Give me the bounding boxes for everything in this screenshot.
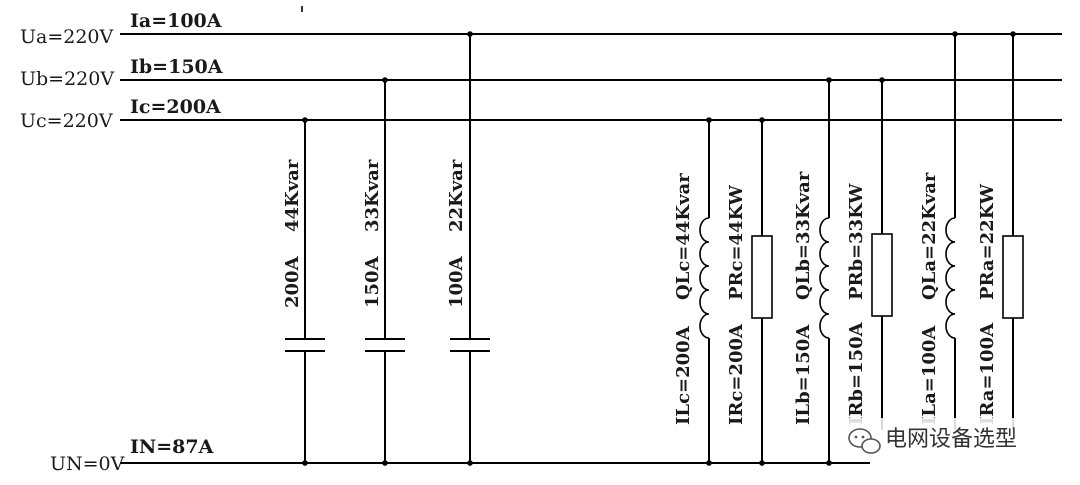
ub-voltage: Ub=220V <box>20 68 114 90</box>
ua-current: Ia=100A <box>130 10 222 32</box>
junction-dot <box>467 31 473 37</box>
watermark: 电网设备选型 <box>840 418 1070 462</box>
resistor-a-current: IRa=100A <box>977 322 998 425</box>
capacitor-3-rating: 22Kvar <box>446 159 467 232</box>
capacitor-2-current: 150A <box>362 255 383 308</box>
inductor-c <box>699 217 710 339</box>
resistor-c-rating: PRc=44KW <box>726 184 747 300</box>
junction-dot <box>302 117 308 123</box>
resistor-b-rating: PRb=33KW <box>846 183 867 300</box>
resistor-c-current: IRc=200A <box>726 323 747 425</box>
wechat-icon <box>848 428 881 454</box>
capacitor-1-current: 200A <box>282 255 303 308</box>
junction-dot <box>302 460 308 466</box>
capacitor-3-current: 100A <box>446 255 467 308</box>
un-voltage: UN=0V <box>50 453 125 475</box>
inductor-c-current: ILc=200A <box>673 325 694 425</box>
junction-dot <box>382 77 388 83</box>
inductor-b <box>819 217 830 339</box>
ub-current: Ib=150A <box>130 56 223 78</box>
un-current: IN=87A <box>130 436 214 458</box>
junction-dot <box>382 460 388 466</box>
inductor-b-current: ILb=150A <box>793 324 814 425</box>
load-group-b <box>819 77 893 466</box>
inductor-a-rating: QLa=22Kvar <box>919 172 940 300</box>
uc-voltage: Uc=220V <box>20 110 113 132</box>
capacitor-branch-2 <box>365 77 405 466</box>
resistor-a-rating: PRa=22KW <box>977 183 998 300</box>
watermark-text: 电网设备选型 <box>885 427 1017 452</box>
capacitor-1-rating: 44Kvar <box>282 159 303 232</box>
inductor-a-current: ILa=100A <box>919 325 940 425</box>
resistor-a <box>1002 235 1024 319</box>
capacitor-2-rating: 33Kvar <box>362 159 383 232</box>
uc-current: Ic=200A <box>130 96 221 118</box>
inductor-c-rating: QLc=44Kvar <box>673 173 694 300</box>
load-group-a <box>945 31 1024 430</box>
ua-voltage: Ua=220V <box>20 26 114 48</box>
resistor-b-current: IRb=150A <box>846 321 867 425</box>
capacitor-branch-1 <box>285 117 325 466</box>
capacitor-branch-3 <box>450 31 490 466</box>
resistor-b <box>871 233 893 317</box>
load-group-c <box>699 117 773 466</box>
junction-dot <box>467 460 473 466</box>
inductor-b-rating: QLb=33Kvar <box>793 171 814 300</box>
inductor-a <box>945 217 956 339</box>
resistor-c <box>751 235 773 319</box>
